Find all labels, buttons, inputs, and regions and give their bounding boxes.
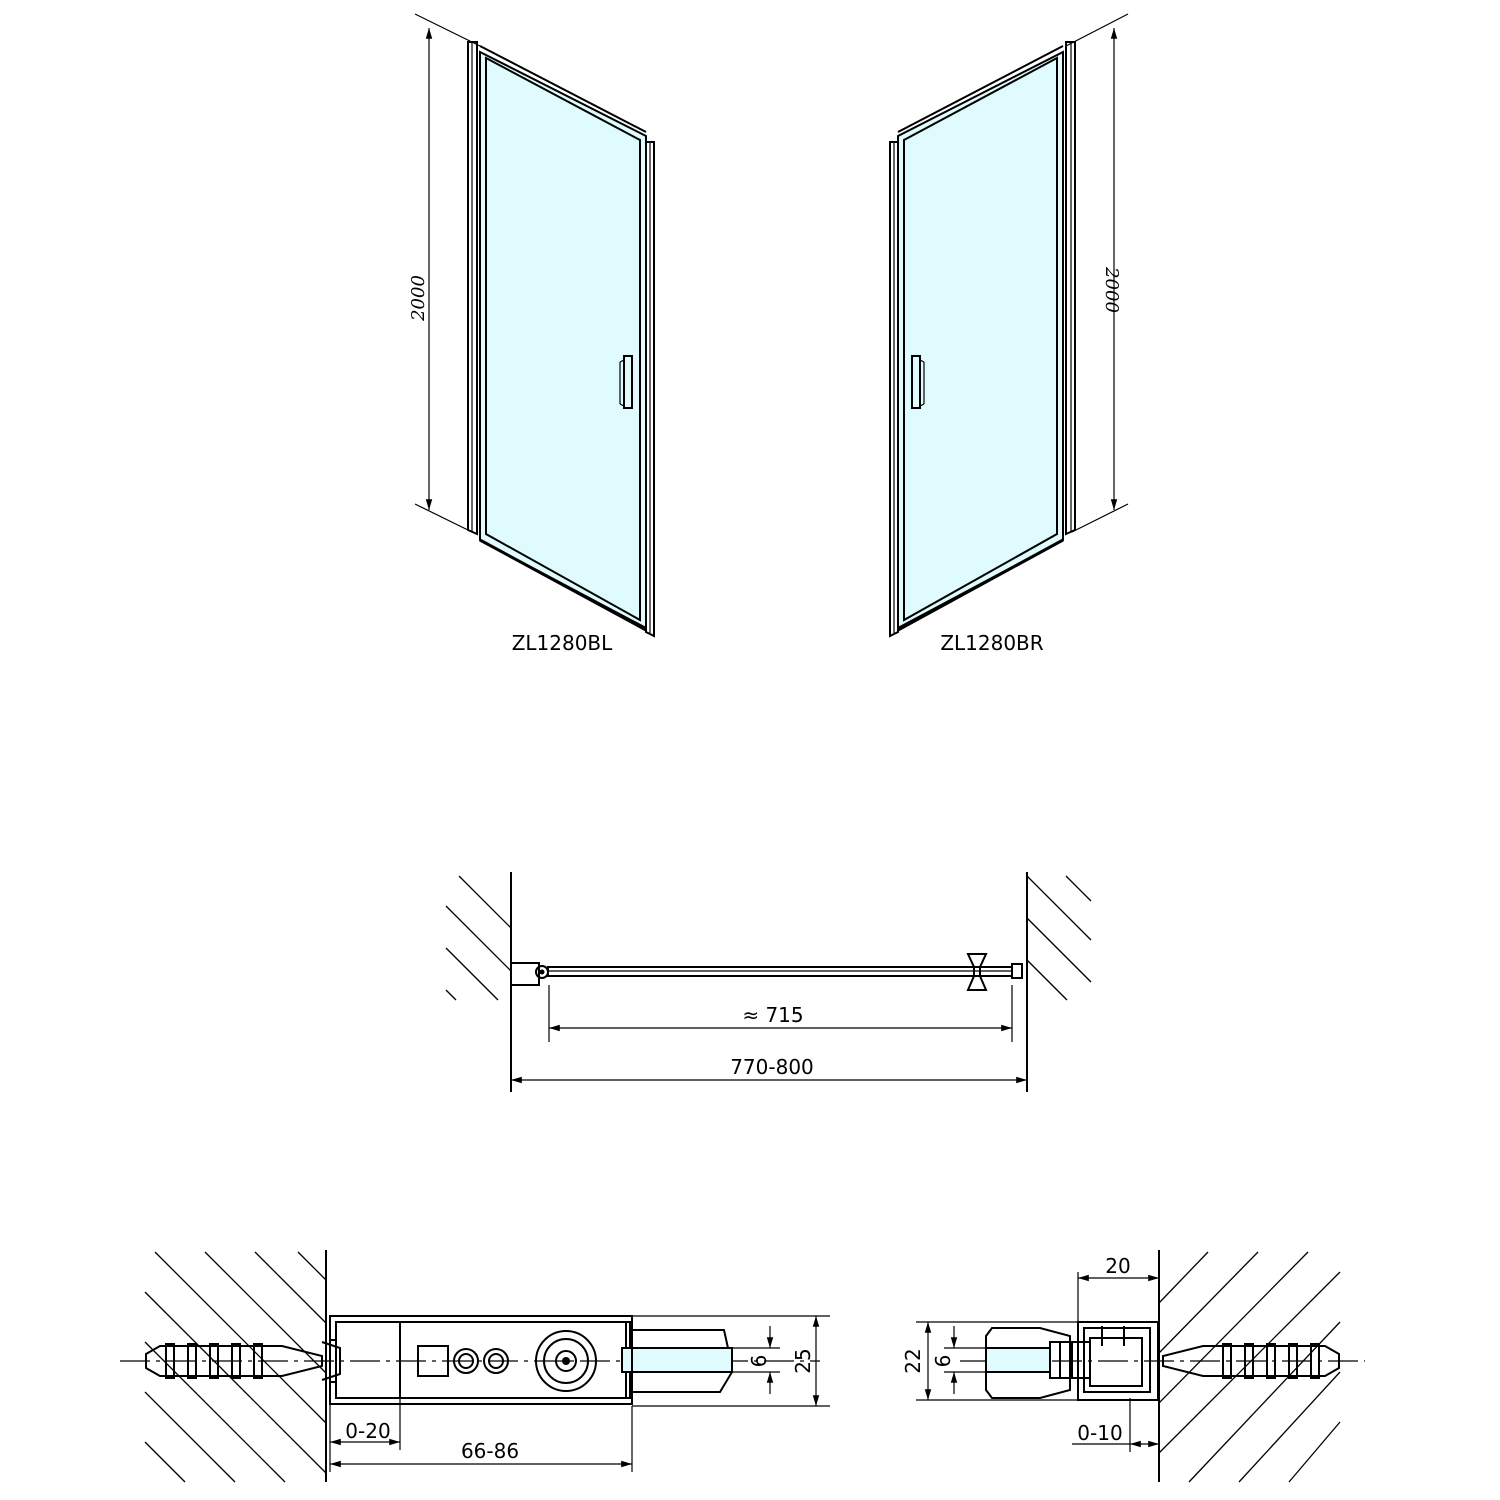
wall-plug-right xyxy=(1162,1345,1340,1377)
adjust-range-left: 0-20 xyxy=(345,1419,390,1443)
profile-top-right: 20 xyxy=(1105,1254,1130,1278)
handle-plan xyxy=(966,953,988,991)
glass-panel-left xyxy=(479,50,647,630)
handle-left xyxy=(623,355,633,409)
wall-profile-right xyxy=(1065,41,1076,536)
glass-detail-right xyxy=(985,1347,1051,1373)
glass-panel-right xyxy=(897,50,1064,630)
hinge-left xyxy=(535,1330,597,1392)
height-dim-right: 2000 xyxy=(1101,266,1122,313)
door-elevation-right: 2000 ZL1280BR xyxy=(889,13,1129,655)
wall-profile-left xyxy=(467,41,478,536)
detail-right: 20 0-10 22 6 xyxy=(901,1250,1365,1483)
detail-left: 6 25 0-20 66-86 xyxy=(120,1250,830,1483)
adjust-range-right: 0-10 xyxy=(1077,1421,1122,1445)
glass-thickness-left: 6 xyxy=(747,1355,771,1368)
model-label-right: ZL1280BR xyxy=(940,631,1043,655)
door-width-dim: ≈ 715 xyxy=(742,1003,803,1027)
wall-profile-detail-left xyxy=(329,1315,633,1405)
glass-thickness-right: 6 xyxy=(931,1355,955,1368)
total-width-dim: 770-800 xyxy=(730,1055,814,1079)
door-elevation-left: 2000 ZL1280BL xyxy=(408,13,655,655)
profile-width-left: 66-86 xyxy=(461,1439,519,1463)
handle-right xyxy=(911,355,921,409)
wall-profile-detail-right xyxy=(1077,1321,1159,1401)
plan-view: ≈ 715 770-800 xyxy=(445,872,1092,1092)
glass-detail-left xyxy=(621,1347,733,1373)
wall-plug-left xyxy=(145,1345,323,1377)
profile-depth-left: 25 xyxy=(791,1348,815,1373)
profile-height-right: 22 xyxy=(901,1348,925,1373)
model-label-left: ZL1280BL xyxy=(512,631,613,655)
height-dim-left: 2000 xyxy=(408,275,429,322)
door-profile-left xyxy=(645,141,655,638)
door-profile-right xyxy=(889,141,899,638)
